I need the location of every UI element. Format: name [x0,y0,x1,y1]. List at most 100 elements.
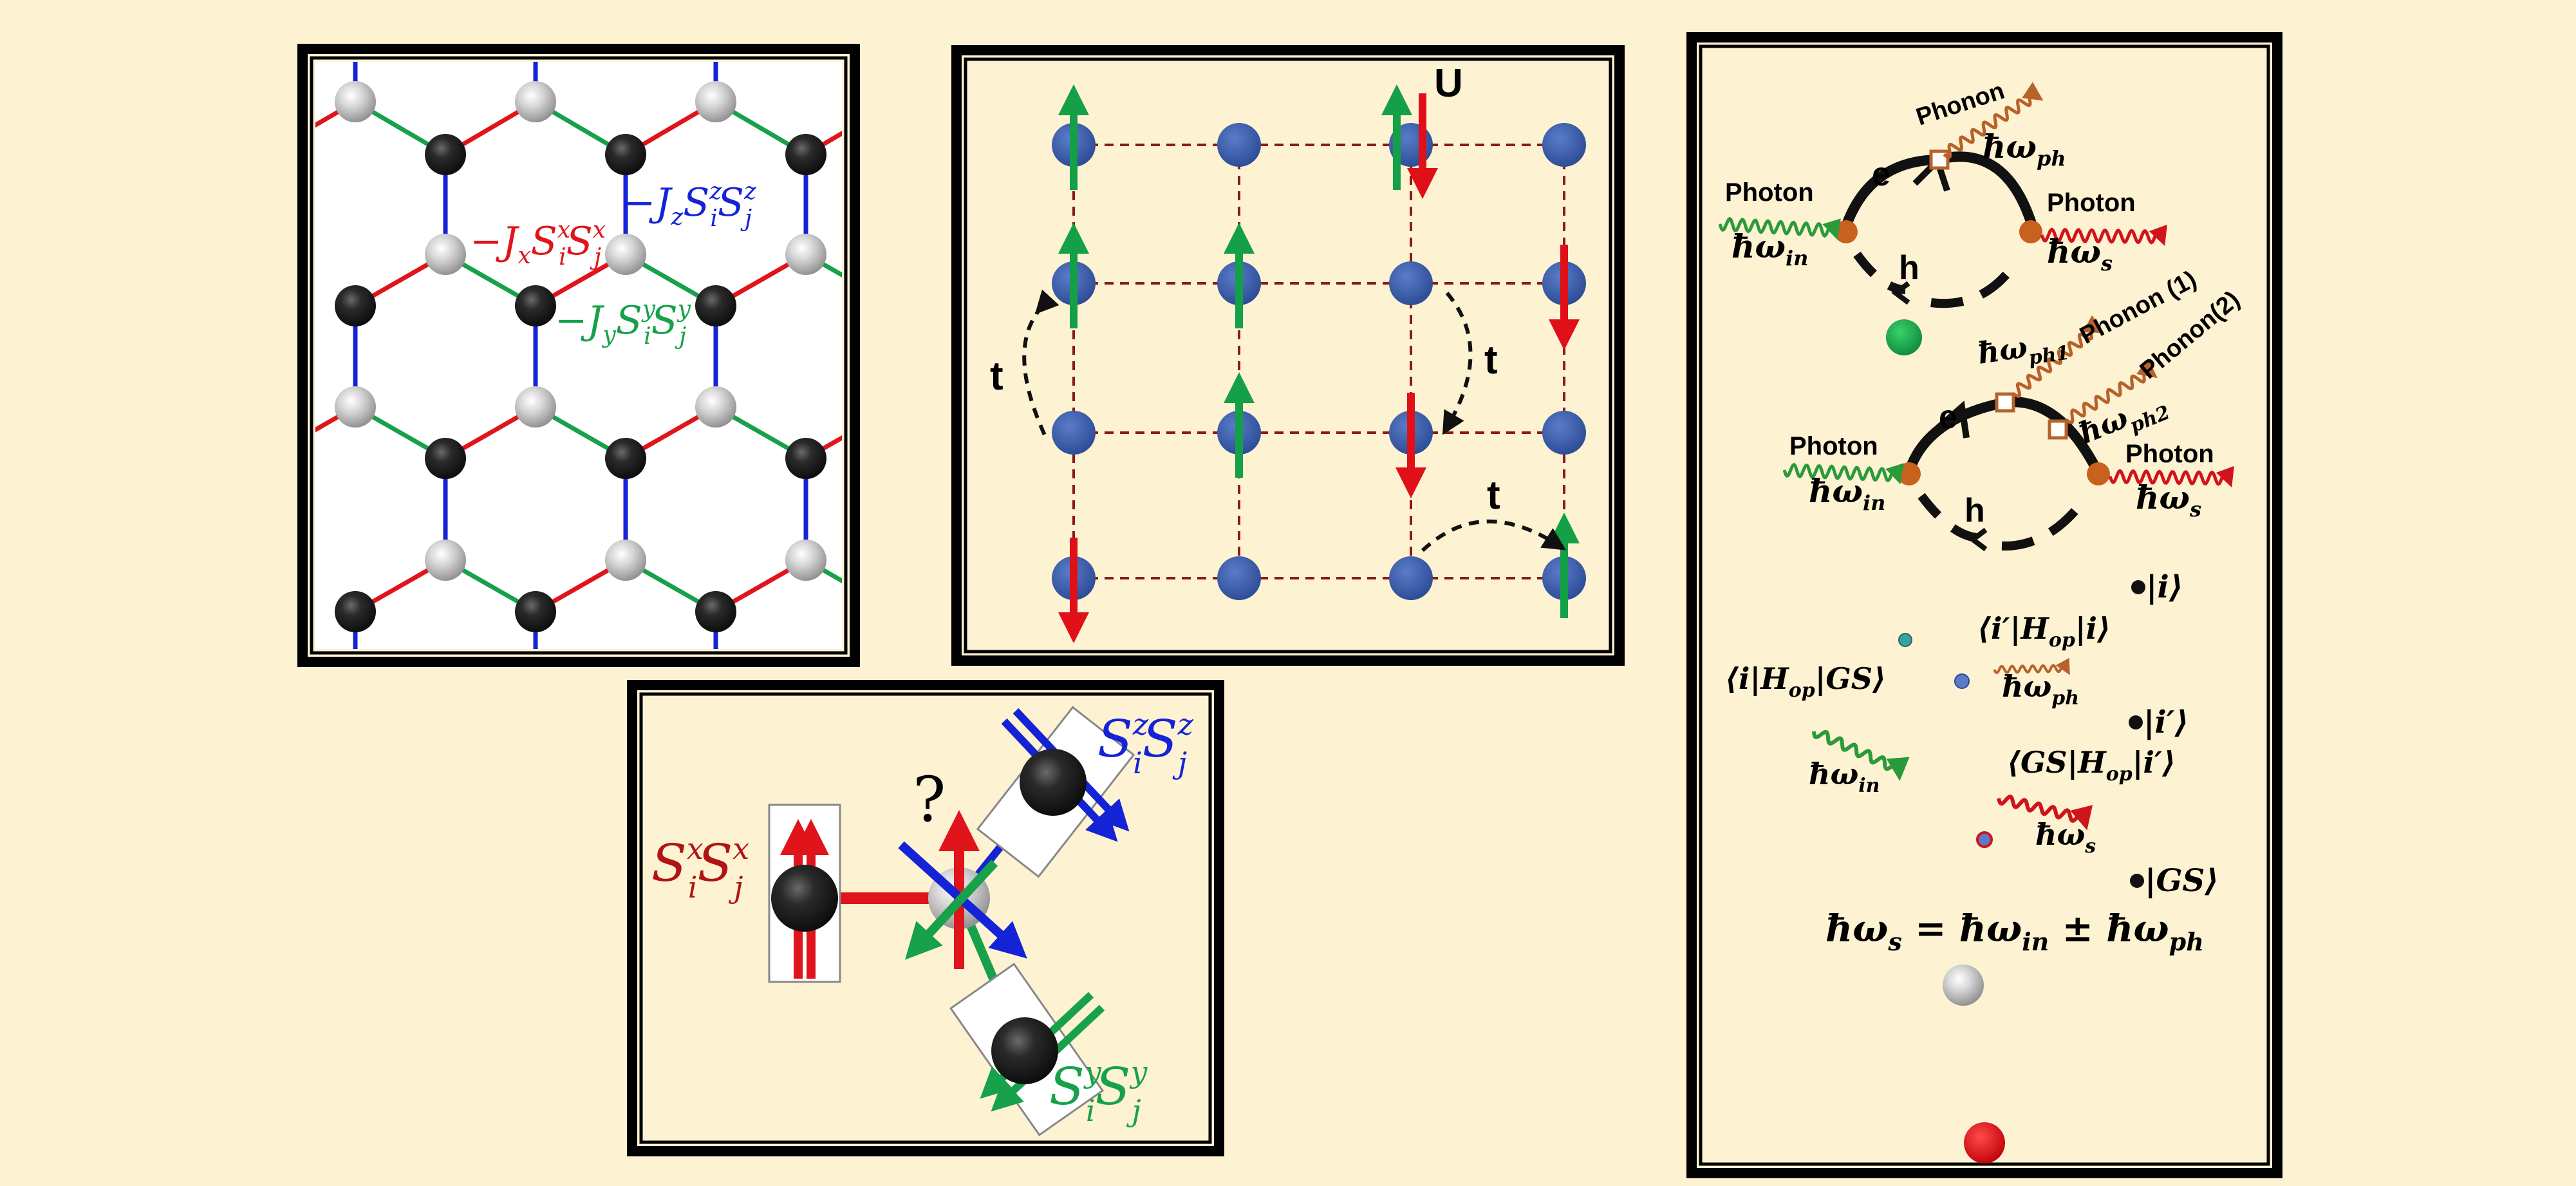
green-dot [1886,319,1922,355]
atom-z [1020,749,1087,816]
photon-vertex-out-2 [2087,462,2110,485]
legend-omega-in: ħωin [1809,757,1880,797]
photon-wave-in-2 [1782,462,1904,485]
frustration-question: ? [913,764,946,836]
black-atom [515,591,556,632]
black-atom [785,438,826,479]
photon-wave-in-1 [1718,216,1841,240]
electron-label-1: e [1872,156,1890,193]
lattice-site [1542,411,1586,455]
phonon-vertex-2a [1995,392,2015,413]
lattice-site [1542,123,1586,167]
omega-s-label-1: ħωs [2047,232,2113,276]
lattice-site [1217,556,1261,600]
me-igs-label: ⟨i|Hop|GS⟩ [1725,661,1886,702]
legend-phonon-wave [1993,657,2070,675]
gray-atom [425,540,466,581]
black-atom [335,591,376,632]
atom-x [771,865,838,932]
red-ring-dot [1976,831,1993,848]
state-ip-dot [2129,715,2143,729]
legend-photon-in-wave [1812,729,1910,781]
black-atom [695,591,736,632]
hubbard-u-label: U [1434,61,1463,106]
me-gsip-label: ⟨GS|Hop|i′⟩ [2007,745,2176,786]
legend-omega-s: ħωs [2035,817,2096,858]
gray-atom [515,386,556,428]
gray-atom [335,81,376,122]
gray-atom [605,234,646,275]
photon-in-label-1: Photon [1725,178,1814,207]
black-atom [425,438,466,479]
hop-label-left: t [990,354,1003,399]
raman-legend: |i⟩ ⟨i′|Hop|i⟩ ⟨i|Hop|GS⟩ ħωph |i′⟩ ħωin… [1725,569,2219,1163]
photon-vertex-in-1 [1834,220,1858,243]
square-lattice [1052,84,1586,643]
teal-dot [1898,633,1912,647]
gray-atom [425,234,466,275]
photon-out-label-2: Photon [2125,440,2214,468]
me-ipi-label: ⟨i′|Hop|i⟩ [1977,611,2111,652]
black-atom [605,134,646,175]
state-ip-label: |i′⟩ [2143,704,2189,740]
phonon-vertex-2b [2048,419,2068,440]
center-arrow-y [905,860,998,960]
energy-conservation: ħωs = ħωin ± ħωph [1825,907,2204,956]
black-atom [515,285,556,326]
photon-vertex-in-2 [1898,462,1921,485]
state-i-dot [2131,580,2145,594]
red-dot [1964,1122,2005,1163]
atom-y [991,1017,1058,1084]
raman-panel: Photon Photon Phonon e h ħωin ħωs ħωph [1686,32,2282,1178]
photon-wave-out-2 [2108,466,2234,488]
omega-ph-label-1: ħωph [1983,127,2066,171]
lattice-site [1389,261,1433,305]
omega-in-label-2: ħωin [1809,472,1885,515]
hole-line-2 [1918,493,1977,542]
photon-wave-out-1 [2040,224,2167,247]
hop-label-bottom: t [1487,473,1500,518]
gray-atom [695,386,736,428]
center-arrow-z [898,841,1027,959]
black-atom [785,134,826,175]
lattice-site [1389,556,1433,600]
photon-vertex-out-1 [2019,220,2042,243]
hole-label-1: h [1899,249,1919,287]
honeycomb-lattice [315,62,842,649]
gray-dot [1943,965,1984,1006]
gray-atom [605,540,646,581]
state-gs-label: |GS⟩ [2145,863,2219,899]
omega-s-label-2: ħωs [2136,478,2201,522]
state-i-label: |i⟩ [2146,569,2183,605]
electron-line-1 [1839,155,1938,234]
hop-arrow-bottom [1421,520,1567,552]
state-gs-dot [2130,874,2144,888]
phonon-wave-2b [2065,358,2158,424]
hop-arrow-left [1022,289,1059,439]
legend-photon-out-wave [1997,795,2093,831]
lattice-site [1052,411,1096,455]
phonon-wave-2a [2012,315,2105,399]
hop-label-right: t [1484,338,1498,382]
gray-atom [695,81,736,122]
gray-atom [785,540,826,581]
electron-label-2: e [1939,399,1957,436]
hole-label-2: h [1965,492,1985,529]
gray-atom [335,386,376,428]
black-atom [425,134,466,175]
legend-omega-ph: ħωph [2002,669,2079,710]
black-atom [335,285,376,326]
gray-atom [515,81,556,122]
hubbard-panel: U t t t [951,45,1625,666]
gray-atom [785,234,826,275]
blue-dot [1954,673,1970,689]
photon-out-label-1: Photon [2047,189,2136,217]
